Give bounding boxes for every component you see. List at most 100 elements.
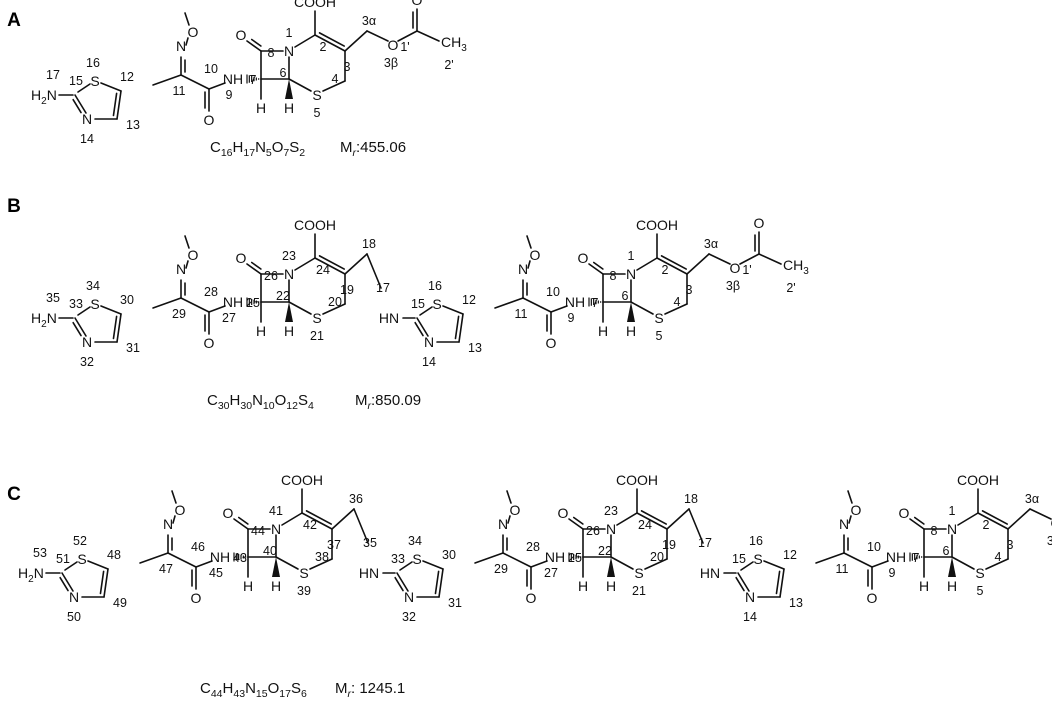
atom-number: 40 (263, 544, 277, 558)
bond (522, 297, 552, 313)
atom-number: 42 (303, 518, 317, 532)
oxime-nitrogen: N (176, 261, 186, 277)
bond (103, 568, 109, 598)
bond (344, 253, 368, 275)
bond (434, 570, 440, 595)
atom-number: 39 (297, 584, 311, 598)
atom-number: 29 (172, 307, 186, 321)
atom-number: 1 (628, 249, 635, 263)
atom-number: 32 (80, 355, 94, 369)
bond (237, 516, 249, 525)
bond (775, 570, 781, 595)
bond (99, 570, 105, 595)
bond (246, 263, 262, 275)
nitrogen-atom: N (69, 589, 79, 605)
amide-nh: NH (565, 294, 585, 310)
atom-number: 3α (1025, 492, 1039, 506)
atom-number: 5 (314, 106, 321, 120)
bond (294, 257, 316, 271)
atom-number: 29 (494, 562, 508, 576)
bond (353, 508, 369, 544)
sulfur-atom: S (432, 296, 441, 312)
lactam-nitrogen: N (626, 266, 636, 282)
atom-number: 20 (650, 550, 664, 564)
atom-number: 28 (204, 285, 218, 299)
bond (843, 552, 873, 568)
atom-number: 8 (268, 46, 275, 60)
carboxylic-acid: COOH (616, 472, 658, 488)
molecular-formula: C30H30N10O12S4 (207, 392, 314, 412)
hydrogen-atom: H (919, 578, 929, 594)
bond (331, 508, 355, 530)
atom-number: 23 (282, 249, 296, 263)
bond (399, 561, 413, 571)
bond (592, 261, 604, 270)
atom-number: 7 (250, 73, 257, 87)
bond (318, 32, 346, 47)
atom-number: 7 (913, 551, 920, 565)
hydrogen-atom: H (606, 578, 616, 594)
bond (288, 301, 312, 315)
solid-wedge-bond (627, 302, 635, 322)
panel-letter: A (7, 10, 21, 31)
bond (442, 305, 464, 315)
amine-nh: HN (379, 310, 399, 326)
bond (686, 253, 710, 275)
hydrogen-atom: H (284, 100, 294, 116)
atom-number: 14 (743, 610, 757, 624)
lactam-nitrogen: N (271, 521, 281, 537)
bond (396, 572, 409, 592)
bond (184, 12, 190, 26)
bond (981, 510, 1009, 525)
bond (64, 561, 78, 571)
atom-number: 13 (789, 596, 803, 610)
bond (977, 512, 1009, 530)
atom-number: 26 (586, 524, 600, 538)
atom-number: 8 (610, 269, 617, 283)
atom-number: 2 (662, 263, 669, 277)
bond (301, 512, 333, 530)
bond (152, 297, 182, 309)
bond (636, 257, 658, 271)
lactam-nitrogen: N (284, 266, 294, 282)
atom-number: 17 (376, 281, 390, 295)
atom-number: 4 (995, 550, 1002, 564)
molecular-formula: C44H43N15O17S6 (200, 680, 307, 700)
bond (416, 30, 440, 42)
hydrogen-atom: H (578, 578, 588, 594)
sulfur-atom: S (77, 551, 86, 567)
bond (985, 558, 1009, 570)
hydrogen-atom: H (256, 100, 266, 116)
oxime-nitrogen: N (498, 516, 508, 532)
bond (246, 40, 262, 52)
carboxylic-acid: COOH (294, 0, 336, 10)
atom-number: 3 (1007, 538, 1014, 552)
amine-nh: HN (359, 565, 379, 581)
bond (309, 558, 333, 570)
bond (737, 572, 750, 592)
atom-number: 21 (310, 329, 324, 343)
atom-number: 27 (544, 566, 558, 580)
bond (184, 235, 190, 249)
bond (550, 305, 568, 313)
atom-number: 47 (159, 562, 173, 576)
bond (208, 305, 226, 313)
lactam-oxygen: O (236, 250, 247, 266)
sulfur-atom: S (90, 296, 99, 312)
atom-number: 23 (604, 504, 618, 518)
bond (74, 317, 87, 337)
bond (112, 315, 118, 340)
atom-number: 13 (126, 118, 140, 132)
atom-number: 12 (120, 70, 134, 84)
lactam-nitrogen: N (284, 43, 294, 59)
bond (1007, 508, 1031, 530)
atom-number: 12 (783, 548, 797, 562)
atom-number: 21 (632, 584, 646, 598)
atom-number: 36 (349, 492, 363, 506)
atom-number: 34 (86, 279, 100, 293)
oxime-oxygen: O (188, 247, 199, 263)
atom-number: 37 (327, 538, 341, 552)
bond (281, 512, 303, 526)
